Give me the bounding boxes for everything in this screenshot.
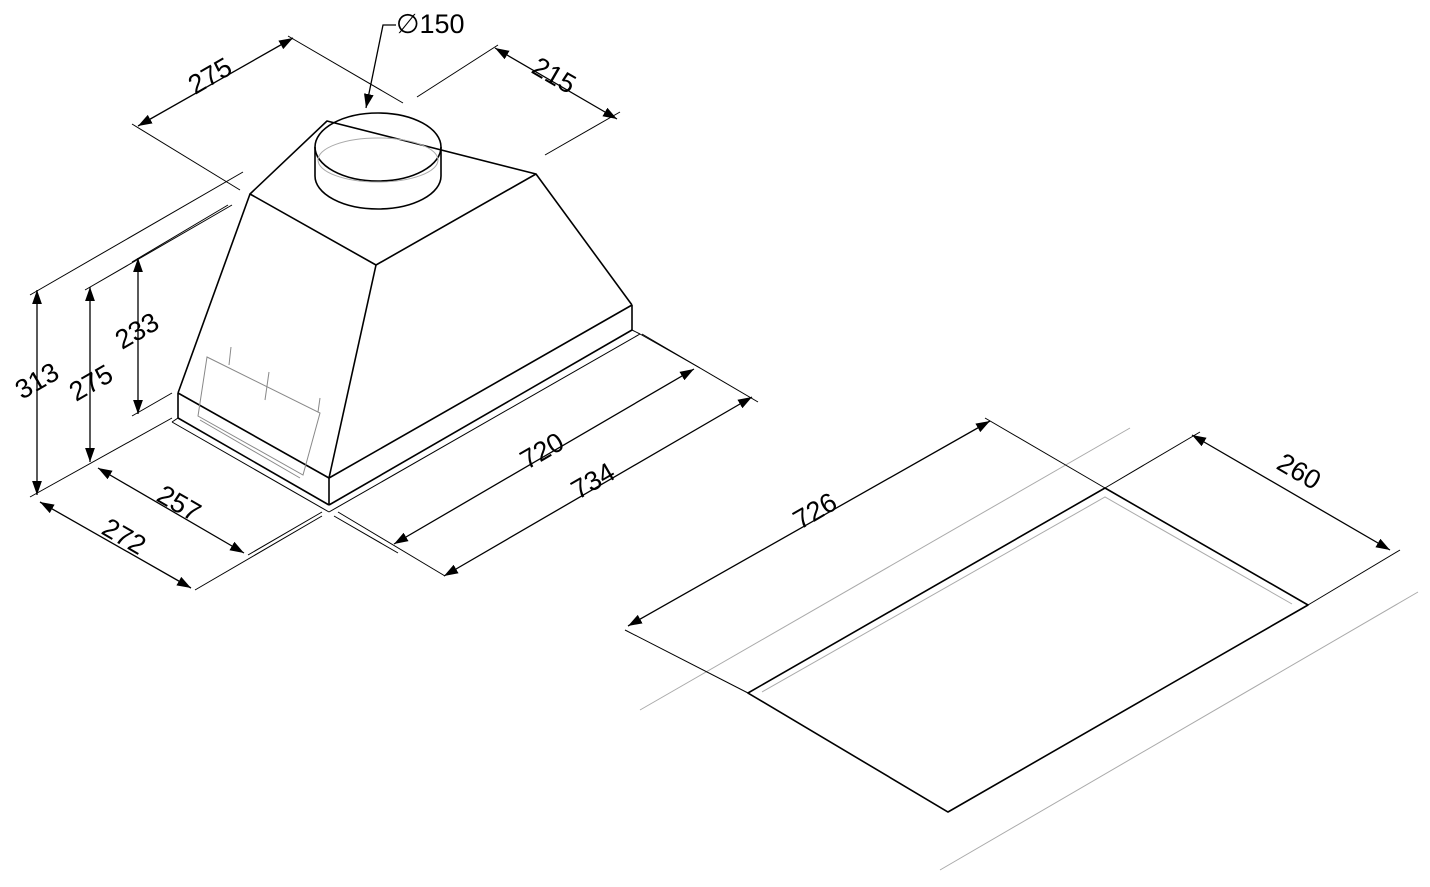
dim-top-depth: 275 [183, 52, 237, 101]
dim-total-height: 313 [10, 357, 64, 406]
dim-duct-diameter: ∅150 [396, 9, 465, 39]
dim-cutout-depth: 260 [1272, 447, 1326, 496]
duct-collar [314, 112, 442, 210]
dim-height-body: 233 [110, 307, 164, 356]
dim-top-width: 215 [527, 51, 581, 100]
hood-dimensions: 275 215 ∅150 313 275 233 257 272 [10, 9, 759, 591]
hood-top-face [249, 120, 537, 266]
dim-base-depth-inner: 257 [152, 479, 206, 528]
dim-base-depth-outer: 272 [97, 512, 151, 561]
dim-height-mid: 275 [64, 359, 118, 408]
dim-base-width-inner: 720 [515, 427, 569, 476]
cutout-drawing: 726 260 [624, 417, 1419, 871]
dim-base-width-outer: 734 [566, 457, 620, 506]
dim-cutout-width: 726 [788, 487, 842, 536]
cutout-outline [747, 487, 1309, 813]
filter-grille [197, 346, 321, 479]
